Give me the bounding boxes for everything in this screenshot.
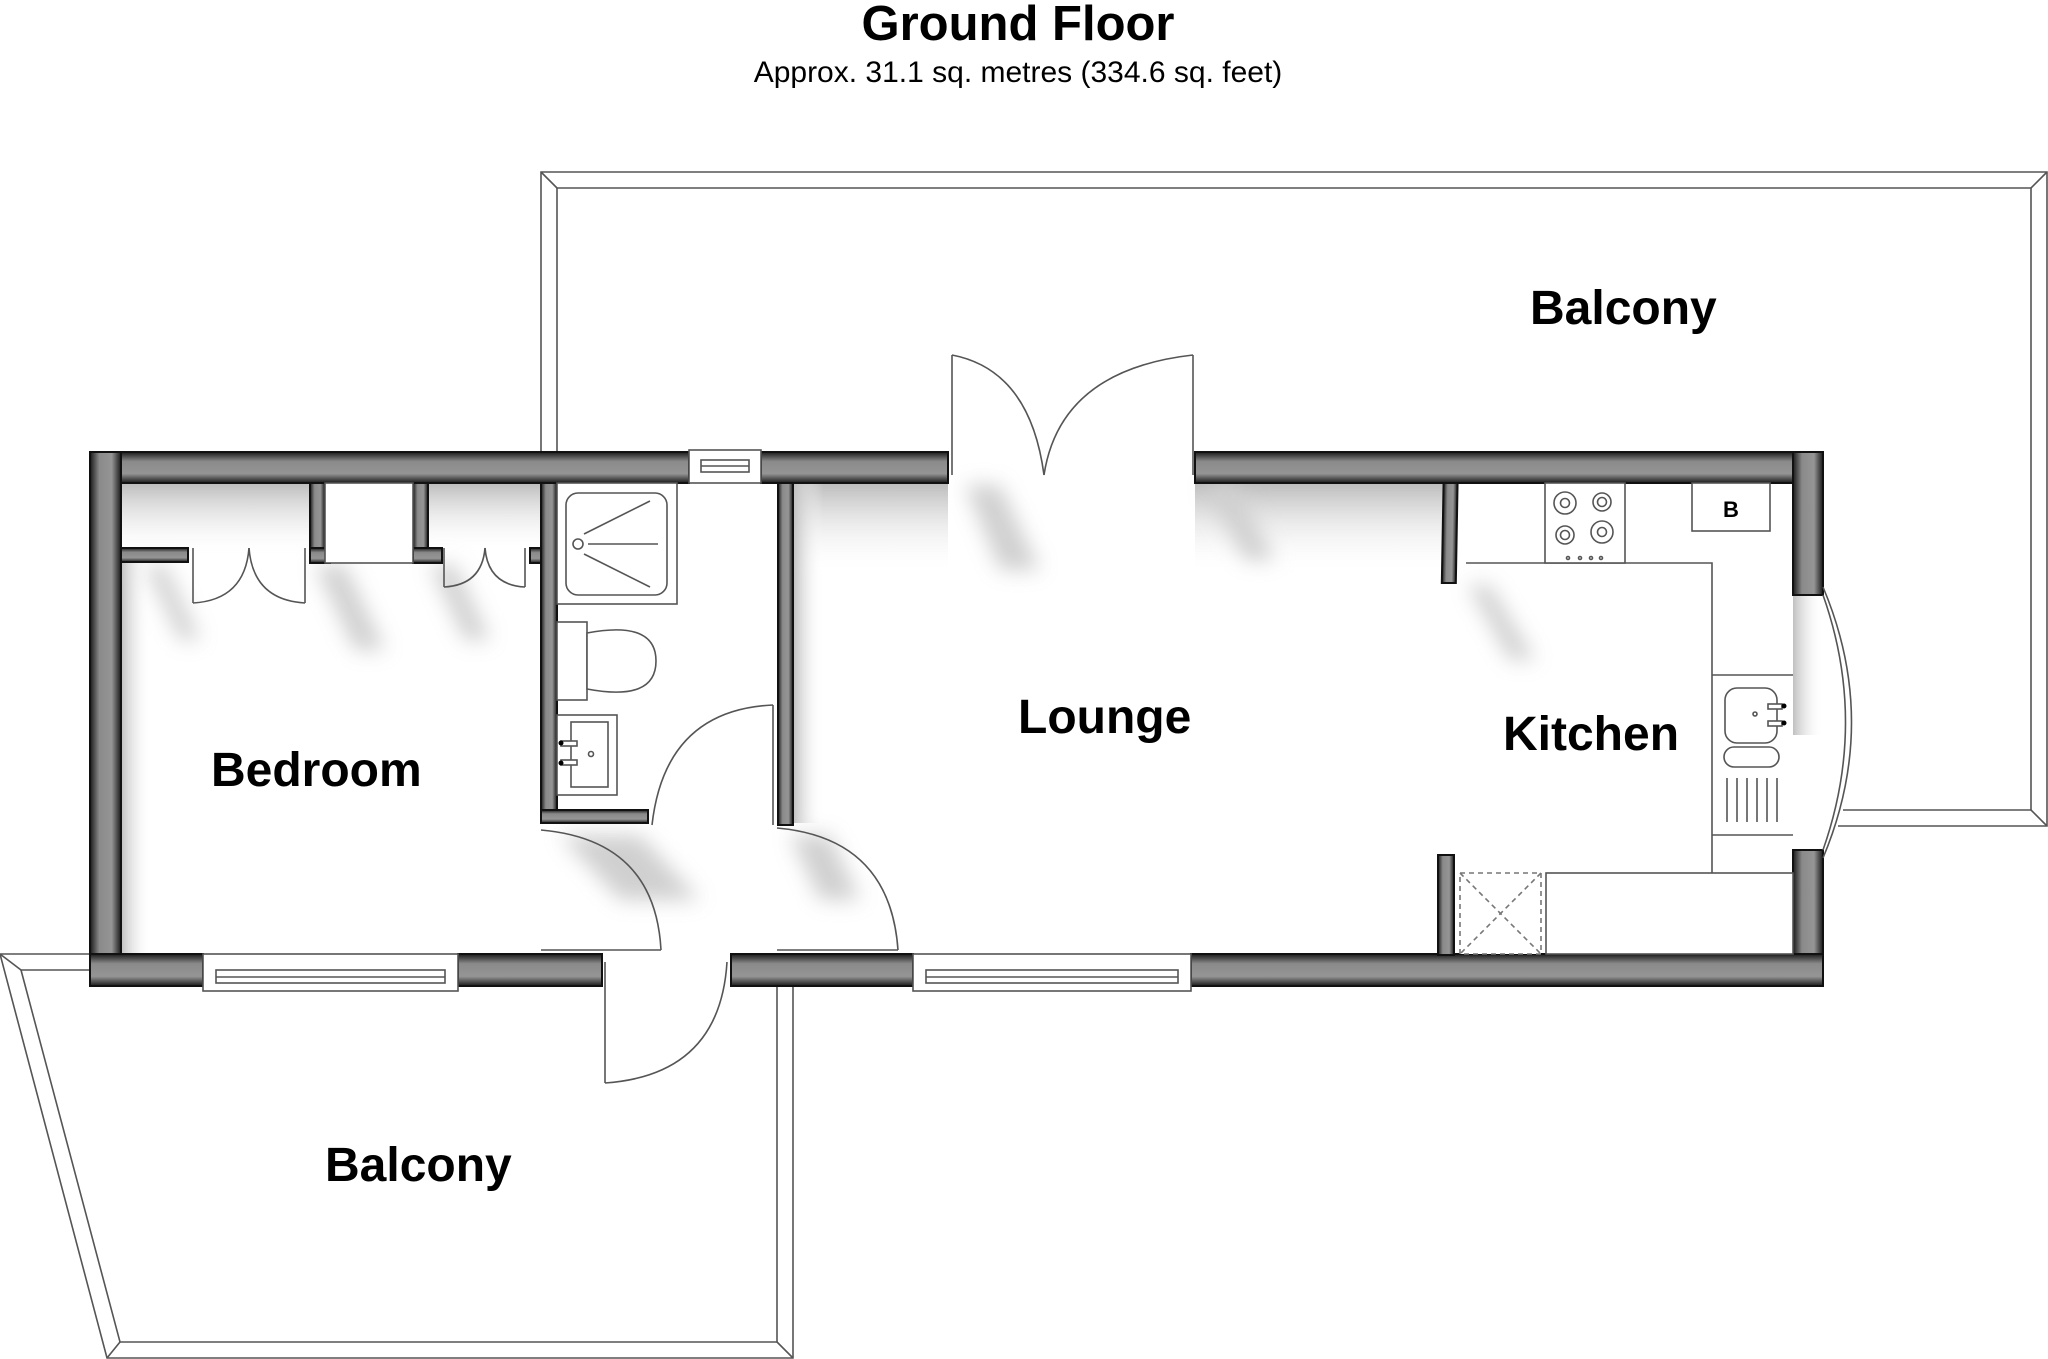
window-bedroom bbox=[202, 953, 459, 992]
floor-area-subtitle: Approx. 31.1 sq. metres (334.6 sq. feet) bbox=[753, 56, 1283, 89]
cupboard bbox=[324, 482, 414, 564]
appliance-space-icon bbox=[1459, 872, 1542, 955]
walls bbox=[89, 451, 1824, 987]
room-label-bedroom: Bedroom bbox=[211, 744, 422, 797]
basin-icon bbox=[556, 714, 618, 796]
interior-shadows bbox=[121, 483, 1823, 953]
page-title: Ground Floor bbox=[861, 0, 1175, 51]
balcony-upper-outline bbox=[540, 171, 2048, 827]
balcony-lower-outline bbox=[0, 953, 794, 1359]
window-kitchen-bay bbox=[1822, 586, 1853, 859]
window-bathroom bbox=[688, 449, 762, 484]
shower-tray-icon bbox=[556, 482, 678, 605]
doors bbox=[192, 354, 1194, 1084]
boiler-label: B bbox=[1723, 497, 1739, 522]
window-lounge bbox=[912, 953, 1192, 992]
toilet-icon bbox=[556, 621, 657, 701]
room-label-balcony-lower: Balcony bbox=[325, 1139, 512, 1192]
room-label-balcony-upper: Balcony bbox=[1530, 282, 1717, 335]
hob-icon bbox=[1544, 482, 1626, 564]
boiler-icon: B bbox=[1691, 482, 1771, 532]
sink-icon bbox=[1723, 687, 1787, 822]
room-label-kitchen: Kitchen bbox=[1503, 708, 1680, 761]
kitchen-worktops bbox=[1466, 562, 1794, 955]
room-label-lounge: Lounge bbox=[1018, 691, 1192, 744]
